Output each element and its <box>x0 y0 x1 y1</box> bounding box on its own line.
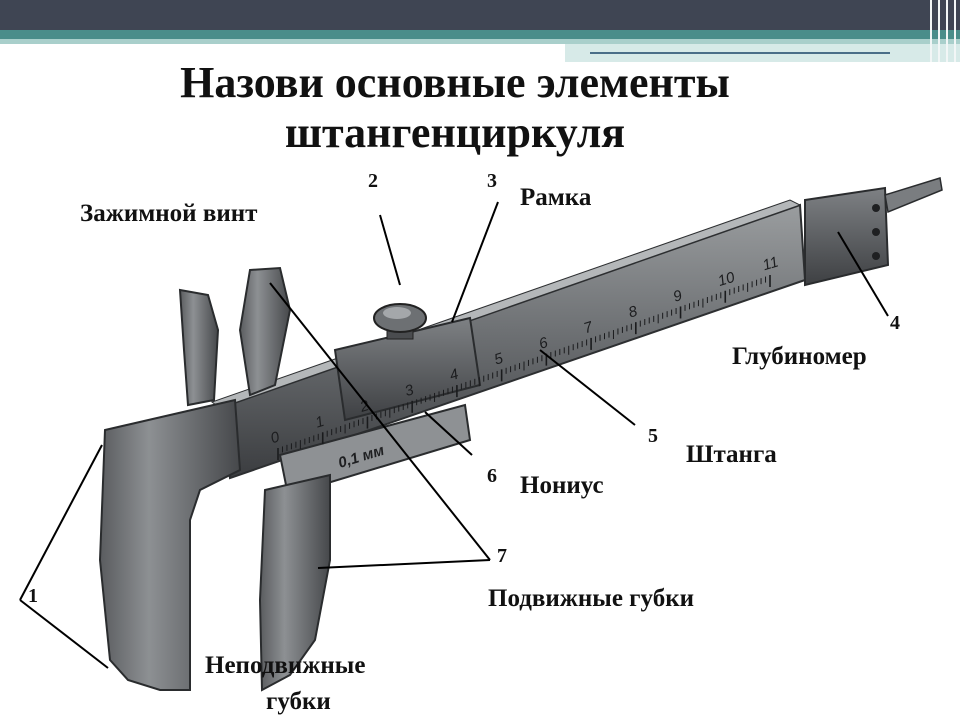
leader-1b <box>19 599 109 669</box>
title-line-1: Назови основные элементы <box>180 58 730 107</box>
fixed-jaw-upper <box>178 288 220 407</box>
header-stripe-light <box>0 39 960 44</box>
label-frame: Рамка <box>520 184 592 211</box>
leader-3 <box>451 201 499 323</box>
label-vernier: Нониус <box>520 472 604 499</box>
header-stripe-line <box>590 52 890 54</box>
label-clamp-screw: Зажимной винт <box>80 200 258 227</box>
main-scale <box>277 275 771 460</box>
leader-2 <box>379 214 401 286</box>
number-7: 7 <box>497 545 507 567</box>
label-movable-jaws: Подвижные губки <box>488 585 695 612</box>
scale-number: 11 <box>761 253 781 274</box>
page-title: Назови основные элементы штангенциркуля <box>0 58 910 158</box>
number-5: 5 <box>648 425 658 447</box>
frame <box>333 316 482 422</box>
label-fixed-jaws-line1: Неподвижные <box>205 652 366 679</box>
label-depth-gauge: Глубиномер <box>732 343 867 370</box>
leader-lines <box>19 201 889 669</box>
number-4: 4 <box>890 312 900 334</box>
number-1: 1 <box>28 585 38 607</box>
leader-7a <box>269 282 491 561</box>
movable-jaw-lower <box>258 473 331 692</box>
vernier-plate <box>278 403 472 497</box>
leader-1a <box>19 444 103 601</box>
leader-7b <box>317 559 491 569</box>
leader-4 <box>837 231 889 317</box>
corner-decoration <box>920 0 960 62</box>
label-beam: Штанга <box>686 441 777 468</box>
number-6: 6 <box>487 465 497 487</box>
leader-5 <box>539 349 636 426</box>
beam <box>218 203 807 480</box>
depth-gauge-block <box>804 186 890 287</box>
header-stripe-teal <box>0 30 960 39</box>
depth-gauge-rod <box>884 177 943 214</box>
fixed-jaw-body <box>98 398 242 691</box>
scale-number: 10 <box>716 269 738 290</box>
title-line-2: штангенциркуля <box>284 108 626 157</box>
leader-6 <box>424 411 473 456</box>
number-2: 2 <box>368 170 378 192</box>
label-fixed-jaws-line2: губки <box>266 688 331 715</box>
header-bar <box>0 0 960 30</box>
number-3: 3 <box>487 170 497 192</box>
movable-jaw-upper <box>238 266 292 397</box>
